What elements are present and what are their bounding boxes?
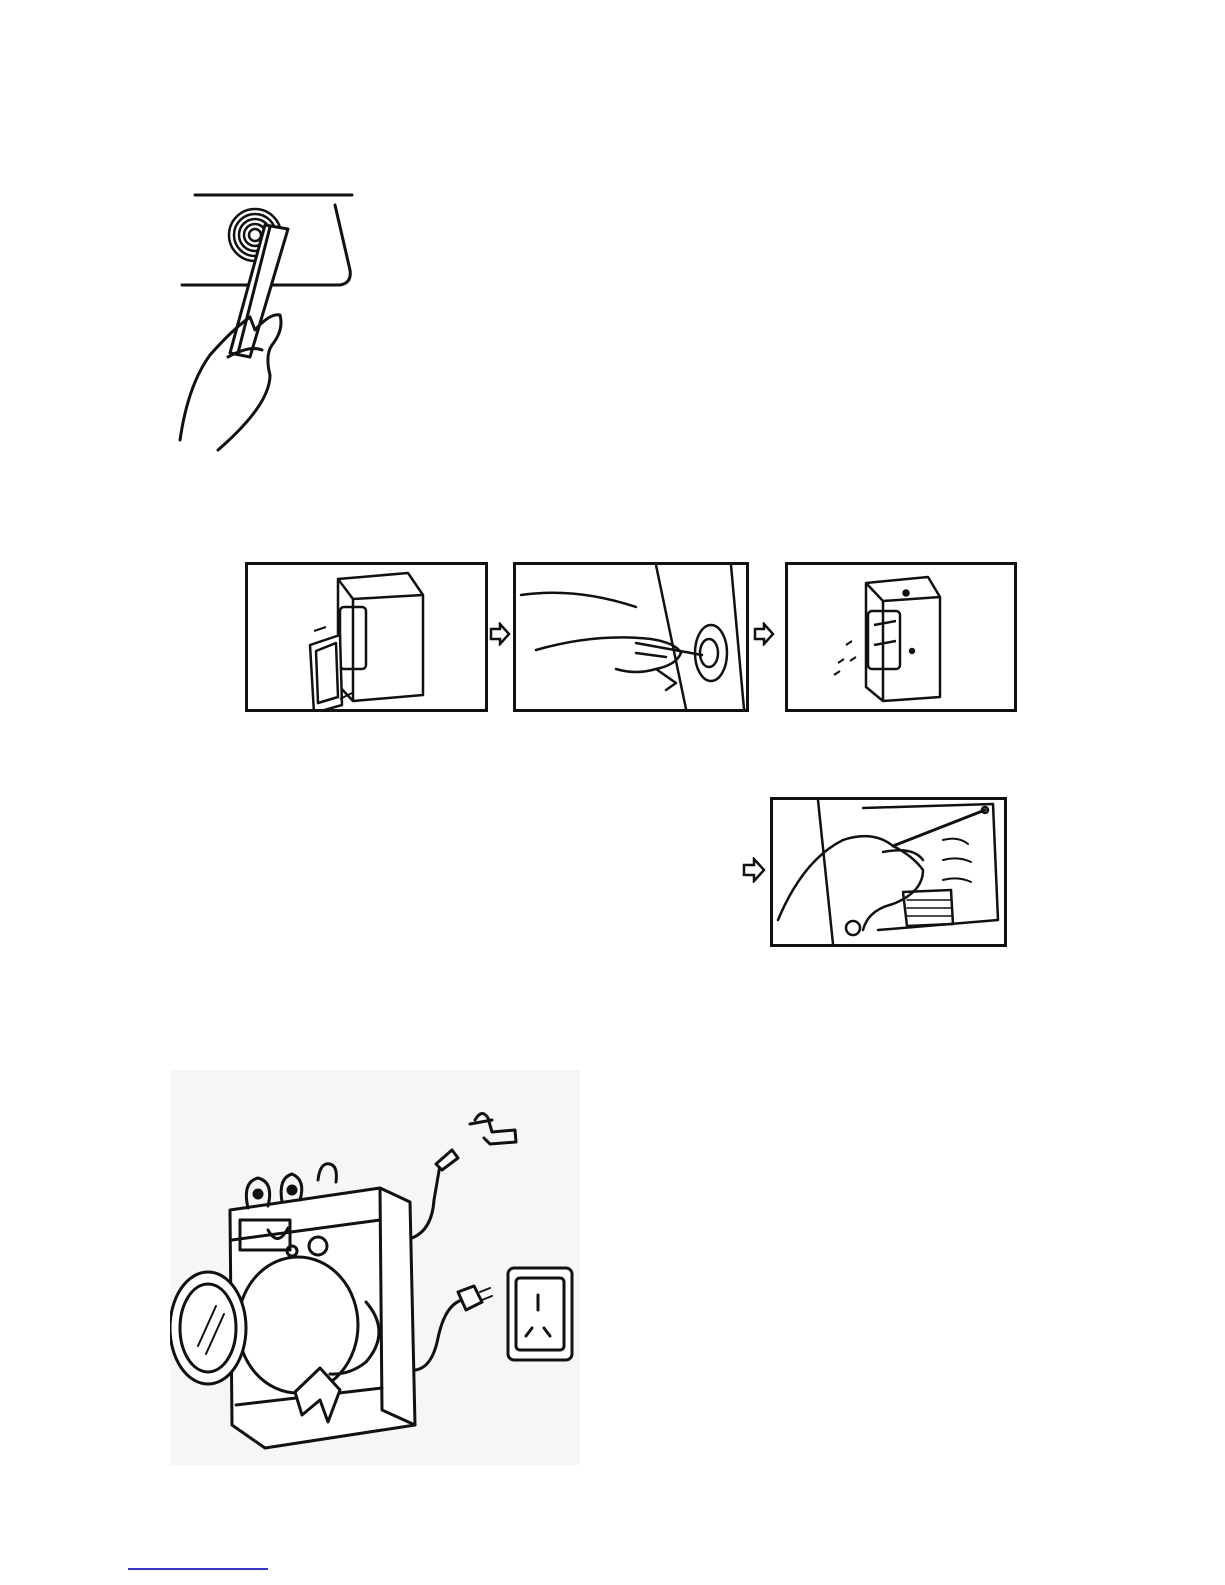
footer-link[interactable] [128,1568,268,1570]
hand-brush-icon [170,185,360,455]
pump-filter-step-1-frame [245,562,488,712]
remove-cover-icon [248,565,485,709]
pump-filter-step-3-frame [785,562,1017,712]
arrow-right-icon [742,857,766,883]
arrow-right-icon [753,622,775,646]
unscrew-filter-icon [516,565,746,709]
drain-water-icon [788,565,1014,709]
pump-filter-step-4-frame [770,797,1007,947]
clean-filter-icon [773,800,1004,944]
washer-character-icon [170,1070,580,1465]
arrow-right-icon [489,622,511,646]
inlet-filter-cleaning-illustration [170,185,360,455]
washer-character-illustration [170,1070,580,1465]
pump-filter-step-2-frame [513,562,749,712]
